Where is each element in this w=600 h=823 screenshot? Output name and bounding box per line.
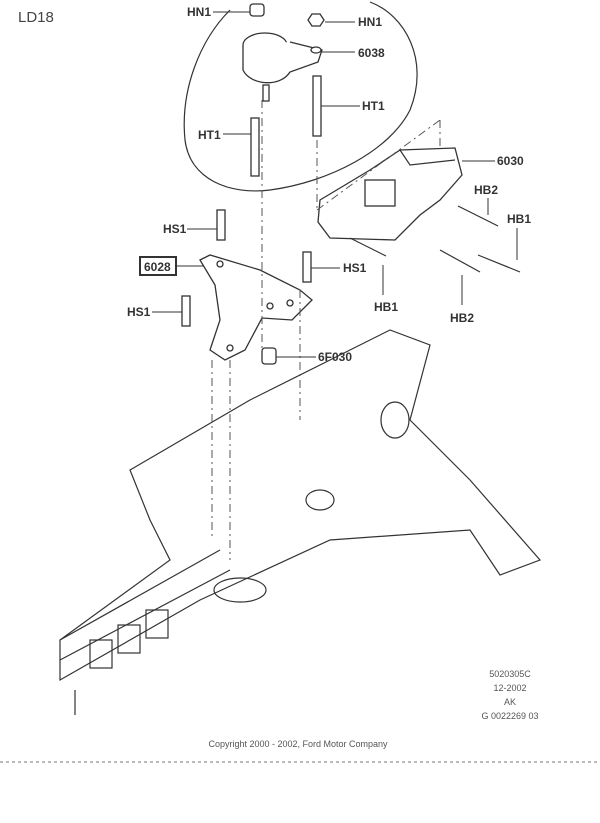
callout-hb2: HB2	[474, 183, 498, 197]
callout-6030: 6030	[497, 154, 524, 168]
doc-code: 5020305C	[489, 669, 531, 679]
transmission-mount-6030	[317, 147, 463, 241]
doc-initials: AK	[504, 697, 516, 707]
callout-6f030: 6F030	[318, 350, 352, 364]
detail-outline	[183, 1, 418, 192]
callout-hb2: HB2	[450, 311, 474, 325]
frame-rail	[59, 329, 542, 715]
copyright: Copyright 2000 - 2002, Ford Motor Compan…	[208, 739, 388, 749]
page-id: LD18	[18, 9, 54, 26]
alignment-lines	[211, 100, 441, 560]
callout-hs1: HS1	[163, 222, 187, 236]
nut-hn1	[249, 3, 325, 27]
nut-6f030	[261, 347, 277, 365]
doc-ref: G 0022269 03	[481, 711, 538, 721]
callout-hb1: HB1	[507, 212, 531, 226]
engine-mount-6038	[242, 32, 323, 102]
leader-lines	[152, 11, 518, 358]
callout-6028: 6028	[144, 260, 171, 274]
callout-hn1: HN1	[187, 5, 211, 19]
callout-ht1: HT1	[362, 99, 385, 113]
callout-hn1: HN1	[358, 15, 382, 29]
callout-6028-box	[139, 256, 177, 276]
callout-ht1: HT1	[198, 128, 221, 142]
bolts-hs1	[181, 209, 312, 327]
callout-hs1: HS1	[127, 305, 151, 319]
bolts-hb	[349, 205, 521, 273]
callout-hs1: HS1	[343, 261, 367, 275]
callout-hb1: HB1	[374, 300, 398, 314]
doc-date: 12-2002	[493, 683, 526, 693]
callout-6038: 6038	[358, 46, 385, 60]
bracket-6028	[199, 254, 313, 361]
